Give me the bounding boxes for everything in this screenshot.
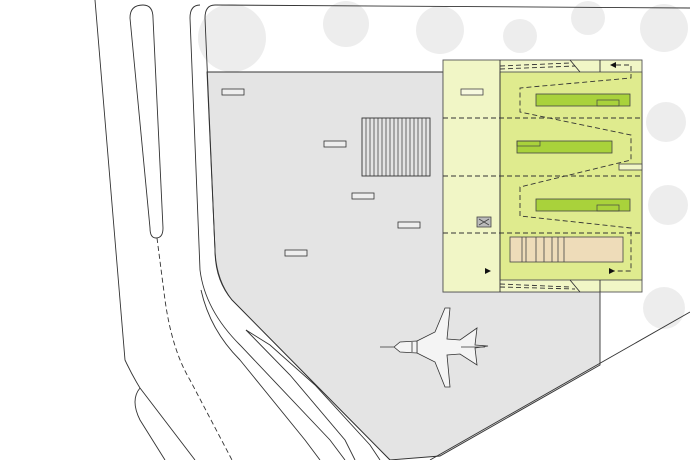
direction-arrow-icon	[610, 62, 616, 68]
direction-arrow-icon	[609, 268, 615, 274]
tree-icon	[571, 1, 605, 35]
beige-block	[509, 236, 624, 263]
trees	[198, 1, 688, 329]
crossed-box-icon	[476, 216, 492, 228]
slatted-structure	[361, 117, 431, 177]
tree-icon	[503, 19, 537, 53]
tree-icon	[198, 4, 266, 72]
roads	[94, 0, 690, 460]
direction-arrow-icon	[485, 268, 491, 274]
aircraft-icon	[380, 307, 489, 388]
tree-icon	[416, 6, 464, 54]
tree-icon	[640, 4, 688, 52]
parking-stands	[221, 88, 421, 257]
tree-icon	[648, 185, 688, 225]
tree-icon	[323, 1, 369, 47]
tree-icon	[643, 287, 685, 329]
building	[442, 59, 643, 293]
tree-icon	[646, 102, 686, 142]
